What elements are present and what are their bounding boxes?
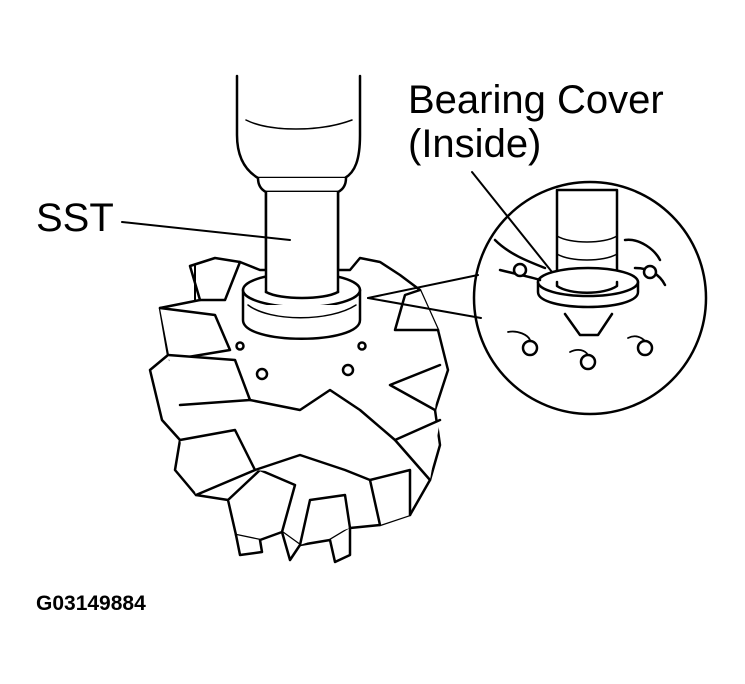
bearing-cover-inside-label: (Inside) [408, 122, 542, 166]
detail-inset [367, 180, 708, 416]
sst-label: SST [36, 196, 114, 240]
bearing-cover-label: Bearing Cover [408, 78, 664, 122]
rotor-assembly [148, 256, 450, 564]
bearing-cover-leader-line [471, 171, 553, 273]
sst-leader-line [121, 221, 291, 241]
press-ram [235, 74, 362, 194]
bearing-cover-ring [241, 190, 362, 340]
figure-id: G03149884 [36, 592, 146, 615]
